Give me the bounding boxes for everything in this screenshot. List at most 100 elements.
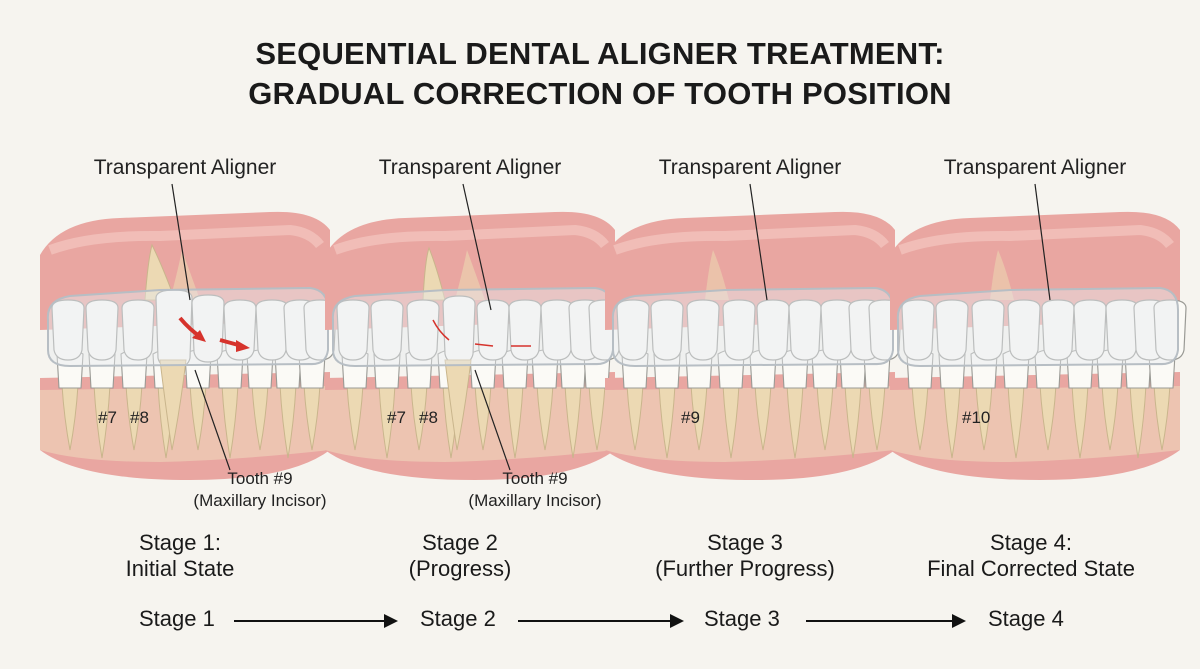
lower-tooth-root [564,384,582,459]
aligner-label: Transparent Aligner [658,156,842,179]
stage-4-title-line-1: Stage 4: [990,530,1072,555]
lower-tooth-root [536,384,554,451]
aligner-leader-line [1034,183,1051,301]
teeth-group [40,183,337,480]
upper-tooth [508,299,542,361]
lower-tooth-root [943,384,961,459]
stage-4-title-line-2: Final Corrected State [927,556,1135,581]
upper-gum-highlight [333,224,609,255]
lower-tooth-root [1101,384,1119,451]
tooth-9-name: Tooth #9 [502,469,568,488]
stage-1-teeth-illustration [40,183,337,480]
lower-tooth-root [1153,384,1171,451]
lower-tooth-root [221,384,239,459]
sequence-arrows [234,614,966,628]
lower-tooth-root [474,384,492,451]
lower-tooth-root [1039,384,1057,451]
lower-tooth-root [911,384,929,451]
stage-3-title-line-1: Stage 3 [707,530,783,555]
tooth-number-9: #9 [681,408,700,427]
lower-tooth-root [722,384,740,459]
upper-tooth [121,299,155,361]
upper-tooth [1073,299,1107,361]
lower-tooth-root [378,384,396,459]
upper-tooth [1041,299,1075,361]
stage-1-panel: Transparent Aligner #7 #8 Tooth #9 (Maxi… [40,150,337,510]
lower-tooth-root [754,384,772,451]
upper-tooth [51,299,85,361]
transparent-aligner-tray [611,286,894,368]
upper-root [170,250,200,300]
aligner-label: Transparent Aligner [378,156,562,179]
transparent-aligner-tray [331,286,614,368]
tooth-number-8: #8 [130,408,149,427]
lower-tooth-root [868,384,886,451]
stage-2-title-line-2: (Progress) [408,556,512,581]
diagram-title-line-1: SEQUENTIAL DENTAL ALIGNER TREATMENT: [255,36,945,71]
lower-tooth-root [658,384,676,459]
upper-root [705,250,729,300]
stage-2-teeth-illustration [325,183,622,480]
upper-tooth [901,299,935,361]
upper-canine-root [422,246,446,301]
lower-tooth-root [279,384,297,459]
upper-tooth [788,299,822,361]
lower-tooth-root [588,384,606,451]
upper-gum-highlight [613,224,889,255]
stage-3-title: Stage 3 (Further Progress) [600,530,890,582]
aligner-leader-line [749,183,768,301]
lower-tooth-root [251,384,269,451]
teeth-group [890,183,1187,480]
sequence-stage-1: Stage 1 [139,606,215,631]
lower-tooth-root [61,384,79,451]
stage-4-panel: Transparent Aligner #10 [890,150,1187,510]
stage-1-title-line-2: Initial State [125,556,235,581]
upper-gum-highlight [898,224,1174,255]
correction-arrow [474,343,494,347]
teeth-group [605,183,902,480]
tooth-number-7: #7 [98,408,117,427]
stage-4-teeth-illustration [890,183,1187,480]
tooth-number-7: #7 [387,408,406,427]
lower-tooth-root [975,384,993,451]
upper-gum-highlight [48,224,324,255]
lower-tooth-root [844,384,862,459]
tooth-9-root [444,359,472,451]
correction-arrow-head [192,330,206,342]
stage-2-title: Stage 2 (Progress) [315,530,605,582]
upper-tooth [406,299,440,361]
stage-2-panel: Transparent Aligner #7 #8 Tooth #9 (Maxi… [325,150,622,510]
upper-root [455,250,485,300]
lower-tooth-root [690,384,708,451]
lower-tooth-root [1129,384,1147,459]
lower-tooth-root [93,384,111,459]
lower-tooth-root [816,384,834,451]
tooth-9-leader-line [474,369,511,471]
diagram-title-line-2: GRADUAL CORRECTION OF TOOTH POSITION [248,76,952,111]
stage-3-teeth-illustration [605,183,902,480]
lower-tooth-root [626,384,644,451]
stage-4-title: Stage 4: Final Corrected State [886,530,1176,582]
tooth-9-name: Tooth #9 [227,469,293,488]
correction-arrow [432,319,450,341]
upper-tooth [756,299,790,361]
upper-tooth [722,299,756,361]
stage-1-title: Stage 1: Initial State [35,530,325,582]
stage-2-title-line-1: Stage 2 [422,530,498,555]
aligner-label: Transparent Aligner [943,156,1127,179]
transparent-aligner-tray [896,286,1179,368]
upper-tooth [336,299,370,361]
tooth-9-root [159,359,187,451]
aligner-leader-line [462,183,492,311]
aligner-leader-line [171,183,191,301]
lower-tooth-root [1071,384,1089,459]
lower-tooth-root [125,384,143,451]
upper-tooth [686,299,720,361]
lower-tooth-root [506,384,524,459]
sequence-arrow-1-to-2 [234,614,398,628]
upper-tooth [85,299,119,361]
sequence-stage-3: Stage 3 [704,606,780,631]
lower-tooth-root [786,384,804,459]
correction-arrow-head [236,340,250,352]
